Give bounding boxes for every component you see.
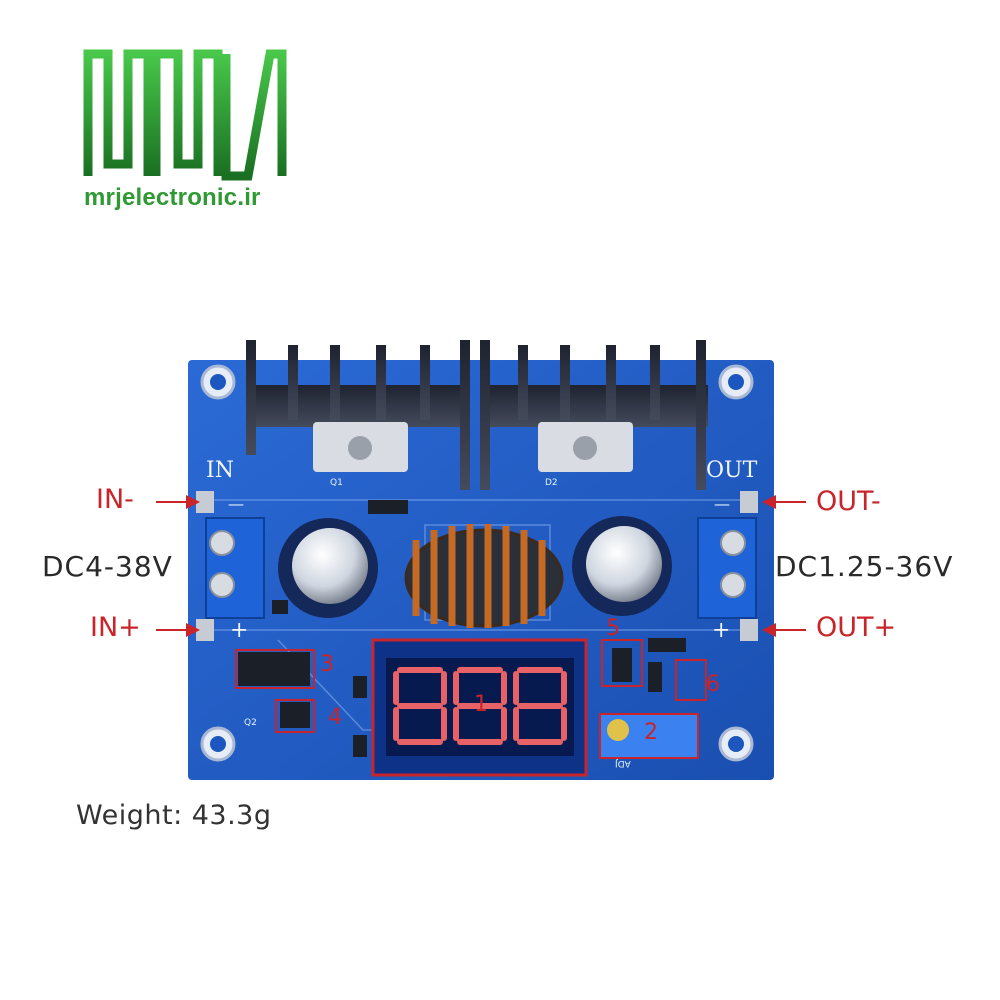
out-plus-label: OUT+ [816,612,897,643]
arrow-icon-in-minus [156,495,200,509]
silk-in: IN [206,458,234,483]
marker-4: 4 [328,705,342,730]
buck-converter-board [188,340,774,780]
brand-logo [83,49,287,181]
out-minus-label: OUT- [816,486,881,517]
silk-d2: D2 [545,478,558,488]
silk-adj: ADJ [615,758,631,768]
in-plus-label: IN+ [90,612,141,643]
marker-3: 3 [320,652,334,677]
marker-2: 2 [644,720,658,745]
in-minus-label: IN- [96,484,134,515]
marker-1: 1 [474,692,488,717]
marker-5: 5 [606,616,620,641]
silk-plus-right: + [712,618,731,643]
silk-q1: Q1 [330,478,343,488]
dc-input-range: DC4-38V [42,550,173,583]
silk-plus-left: + [230,618,249,643]
marker-6: 6 [706,672,720,697]
silk-minus-left: — [228,494,244,513]
arrow-icon-out-plus [762,623,806,637]
silk-out: OUT [706,458,758,483]
arrow-icon-in-plus [156,623,200,637]
weight-caption: Weight: 43.3g [76,800,272,831]
arrow-icon-out-minus [762,495,806,509]
site-url: mrjelectronic.ir [84,184,261,211]
silk-minus-right: — [714,494,730,513]
dc-output-range: DC1.25-36V [775,550,954,583]
silk-q2: Q2 [244,718,257,728]
